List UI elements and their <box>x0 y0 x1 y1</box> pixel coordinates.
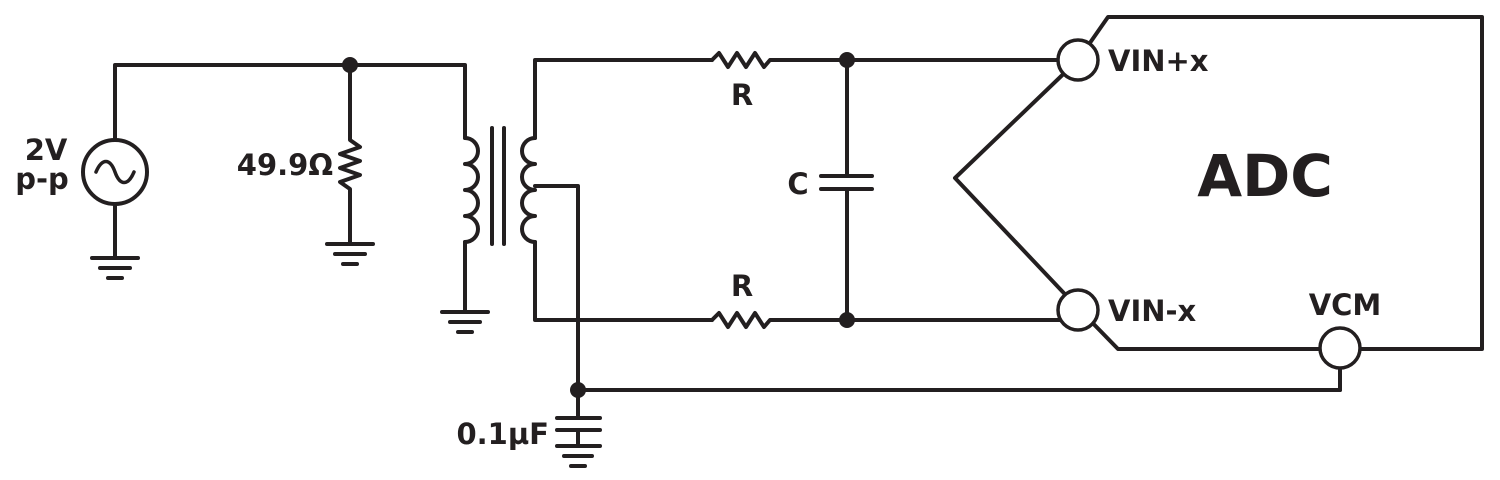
bypass-ground-icon <box>555 444 602 468</box>
transformer <box>463 58 714 392</box>
differential-capacitor-label: C <box>787 167 808 201</box>
termination-resistor <box>338 63 362 244</box>
differential-capacitor <box>819 58 874 322</box>
vcm-label: VCM <box>1309 288 1382 322</box>
vin-plus-pin <box>1056 38 1100 82</box>
adc-block <box>953 15 1484 351</box>
source-ground-icon <box>90 256 140 280</box>
bypass-capacitor <box>555 388 602 446</box>
source-amplitude-label: 2V <box>25 133 68 167</box>
resistor-ground-icon <box>325 242 375 266</box>
bypass-capacitor-label: 0.1µF <box>456 417 549 451</box>
adc-title: ADC <box>1197 142 1333 210</box>
vin-plus-label: VIN+x <box>1108 44 1209 78</box>
transformer-ground-icon <box>440 310 490 334</box>
termination-resistor-label: 49.9Ω <box>237 148 333 182</box>
series-resistor-bottom <box>710 311 1062 329</box>
series-resistor-top-label: R <box>731 78 753 112</box>
series-resistor-top <box>710 51 1062 69</box>
series-resistor-bottom-label: R <box>731 269 753 303</box>
vin-minus-pin <box>1056 288 1100 332</box>
ac-voltage-source <box>81 63 467 258</box>
source-unit-label: p-p <box>15 162 69 196</box>
vin-minus-label: VIN-x <box>1108 294 1197 328</box>
vcm-pin <box>1318 326 1362 370</box>
